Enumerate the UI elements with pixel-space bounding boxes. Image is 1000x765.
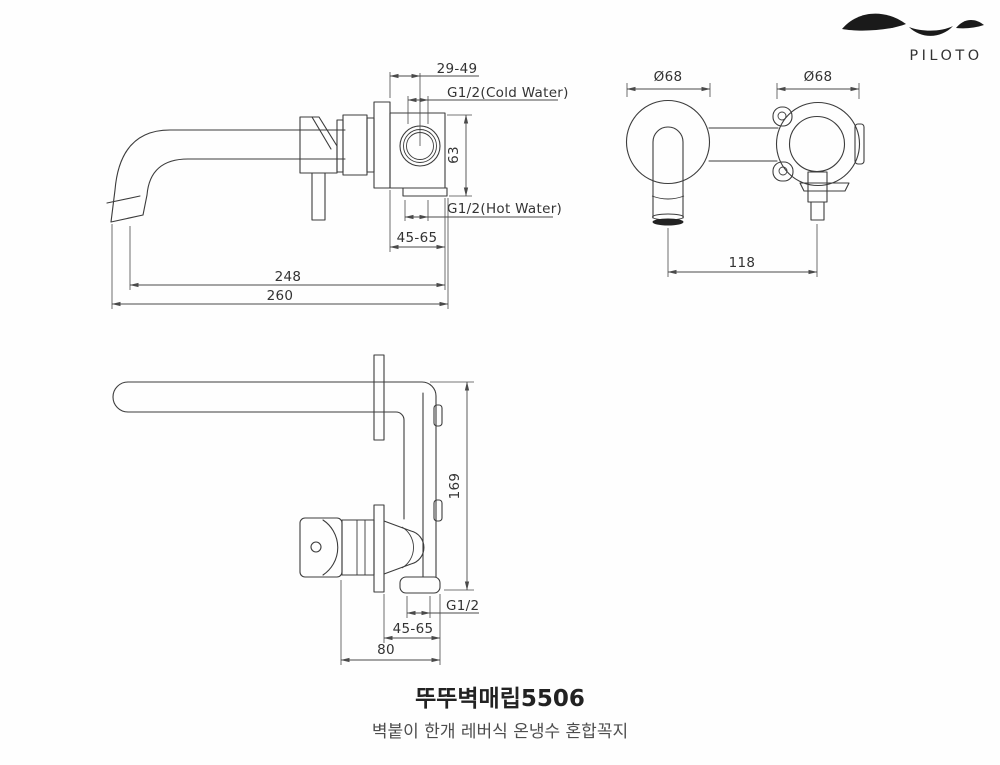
side-handle xyxy=(299,116,338,221)
dim-offset-range: 29-49 xyxy=(437,61,478,77)
top-dimensions: 169 G1/2 45-65 80 xyxy=(340,381,479,665)
side-view: 29-49 G1/2(Cold Water) 63 G1/2(Hot Water… xyxy=(106,61,569,309)
side-cartridge xyxy=(336,114,375,176)
piloto-logo: PILOTO xyxy=(842,13,984,64)
dim-handle-diameter: Ø68 xyxy=(804,69,833,85)
product-title: 뚜뚜벽매립5506 xyxy=(415,686,585,712)
dim-cold-inlet: G1/2(Cold Water) xyxy=(447,85,569,101)
handle-side-tab xyxy=(854,123,865,165)
dim-wall-range-side: 45-65 xyxy=(397,230,438,246)
mounting-lug-top xyxy=(433,404,443,427)
front-view: Ø68 Ø68 118 xyxy=(625,69,865,277)
side-handle-stick xyxy=(311,172,326,221)
set-screw-hole xyxy=(310,541,322,553)
mounting-lug-bottom xyxy=(433,499,443,522)
aerator xyxy=(652,218,684,226)
top-handle-assembly xyxy=(299,504,425,593)
front-spout-escutcheon xyxy=(625,99,711,226)
dim-wall-range-top: 45-65 xyxy=(393,621,434,637)
dim-inlet-spacing: 63 xyxy=(446,146,462,164)
front-handle-stem xyxy=(807,171,828,203)
dim-height: 169 xyxy=(447,473,463,500)
dim-hot-inlet: G1/2(Hot Water) xyxy=(447,201,562,217)
top-body xyxy=(383,381,443,594)
hot-water-outlet xyxy=(402,187,448,197)
dim-spout-diameter: Ø68 xyxy=(654,69,683,85)
wave-logo-icon xyxy=(842,13,984,36)
top-wall-plate-upper xyxy=(373,354,385,441)
dim-outlet-thread: G1/2 xyxy=(446,598,479,614)
side-wall-plate xyxy=(373,101,391,189)
top-view: 169 G1/2 45-65 80 xyxy=(112,354,479,665)
front-handle-escutcheon xyxy=(772,101,865,221)
product-subtitle: 벽붙이 한개 레버식 온냉수 혼합꼭지 xyxy=(371,721,629,742)
mounting-ear-bottom xyxy=(772,161,794,182)
mounting-ear-top xyxy=(772,106,793,127)
top-outlet-elbow xyxy=(399,576,441,594)
front-dimensions: Ø68 Ø68 118 xyxy=(626,69,860,277)
title-block: 뚜뚜벽매립5506 벽붙이 한개 레버식 온냉수 혼합꼭지 xyxy=(0,686,1000,742)
top-spout-tube xyxy=(112,381,391,413)
dim-spout-reach: 248 xyxy=(275,269,302,285)
logo-text: PILOTO xyxy=(909,48,982,64)
side-spout xyxy=(106,129,346,223)
side-valve-body xyxy=(389,73,448,197)
dim-body-depth: 80 xyxy=(377,642,395,658)
side-dimensions: 29-49 G1/2(Cold Water) 63 G1/2(Hot Water… xyxy=(111,61,569,309)
dim-overall-length: 260 xyxy=(267,288,294,304)
dim-center-distance: 118 xyxy=(729,255,756,271)
top-wall-plate-lower xyxy=(373,504,385,593)
